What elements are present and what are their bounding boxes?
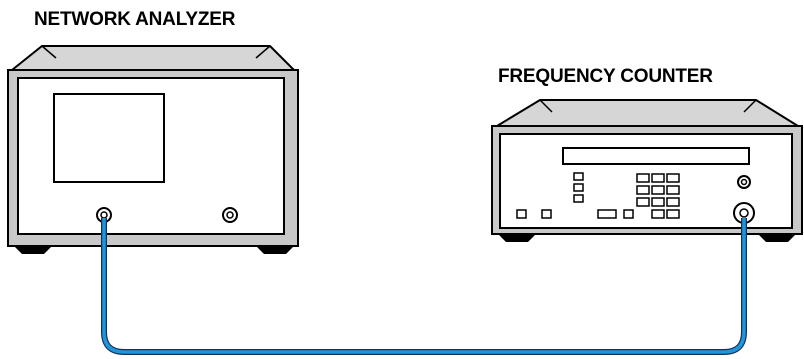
- network-analyzer-foot-right: [256, 246, 294, 254]
- frequency-counter-keys-left: [573, 172, 584, 203]
- frequency-counter-buttons: [516, 209, 634, 219]
- coaxial-connector-icon: [96, 207, 112, 223]
- network-analyzer-top-panel: [9, 45, 297, 71]
- frequency-counter-foot-right: [758, 234, 796, 242]
- network-analyzer: [7, 45, 299, 254]
- network-analyzer-label: NETWORK ANALYZER: [34, 9, 236, 30]
- network-analyzer-display: [53, 93, 165, 183]
- frequency-counter-label: FREQUENCY COUNTER: [498, 66, 713, 87]
- frequency-counter: [491, 99, 803, 242]
- coaxial-cable: [101, 218, 747, 355]
- frequency-counter-foot-left: [498, 234, 536, 242]
- coaxial-connector-icon: [222, 207, 238, 223]
- coaxial-connector-icon: [737, 175, 751, 189]
- coaxial-connector-icon: [733, 202, 755, 224]
- frequency-counter-keypad: [636, 173, 680, 219]
- frequency-counter-display: [562, 147, 750, 165]
- network-analyzer-foot-left: [14, 246, 52, 254]
